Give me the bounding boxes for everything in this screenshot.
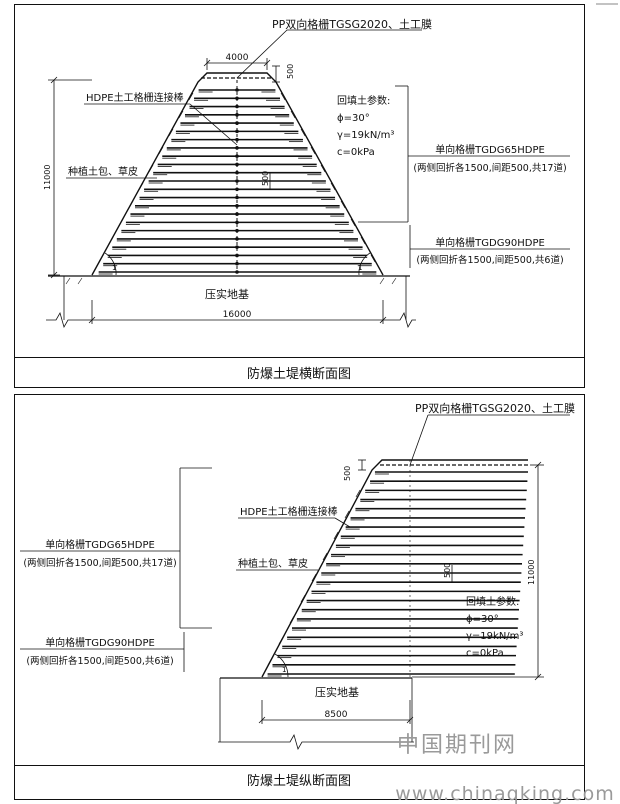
top-label-base: 压实地基 (205, 287, 249, 301)
ground-break-left (46, 311, 92, 329)
top-dim-top-width: 4000 (226, 53, 249, 63)
top-dim-top-500: 500 (286, 64, 295, 79)
angle-arc-left (104, 252, 117, 276)
top-dim-base-width: 16000 (223, 310, 252, 320)
bottom-dim-top-500: 500 (343, 466, 352, 481)
top-backfill-phi: ϕ=30° (337, 113, 370, 124)
panel-top-frame (14, 4, 585, 388)
longitudinal-slope-hatch (267, 489, 361, 666)
longitudinal-leaders (20, 414, 570, 672)
bottom-label-pp-geogrid: PP双向格栅TGSG2020、土工膜 (415, 401, 575, 415)
bottom-label-base: 压实地基 (315, 685, 359, 699)
bottom-dim-height: 11000 (527, 560, 536, 585)
watermark-url: www.chinaqking.com (395, 783, 614, 804)
top-angle-left: 1 (112, 264, 116, 272)
cross-section-slope-hatch (98, 92, 376, 263)
rod-connection-dot (235, 204, 239, 208)
top-label-g65: 单向格栅TGDG65HDPE (435, 143, 545, 156)
rod-connection-dot (235, 170, 239, 175)
top-dim-height: 11000 (43, 165, 52, 190)
top-angle-right: 1 (358, 264, 362, 272)
longitudinal-dimensions (258, 459, 544, 724)
top-backfill-c: c=0kPa (337, 147, 375, 158)
rod-connection-dot (235, 179, 239, 183)
bottom-dim-base-width: 8500 (325, 710, 348, 720)
bottom-backfill-title: 回填土参数: (466, 595, 519, 608)
rod-connection-dot (235, 154, 239, 158)
rod-connection-dot (235, 245, 239, 249)
ground-hatch (65, 277, 397, 285)
bottom-label-g90: 单向格栅TGDG90HDPE (45, 636, 155, 649)
longitudinal-angle-arc (274, 653, 289, 678)
bottom-label-g90-note: (两侧回折各1500,间距500,共6道) (26, 655, 173, 667)
longitudinal-section-drawing (20, 414, 570, 751)
top-caption: 防爆土堤横断面图 (247, 366, 351, 382)
cross-section-drawing (46, 29, 570, 329)
bottom-angle-left: 1 (282, 666, 286, 674)
rod-connection-dot (235, 253, 239, 258)
bottom-backfill-c: c=0kPa (466, 648, 504, 659)
ground-break-right (383, 311, 416, 329)
top-label-pp-geogrid: PP双向格栅TGSG2020、土工膜 (272, 17, 432, 31)
rod-connection-dot (235, 261, 239, 266)
rod-connection-dot (235, 104, 239, 109)
top-label-g65-note: (两侧回折各1500,间距500,共17道) (413, 162, 566, 174)
bottom-label-g65-note: (两侧回折各1500,间距500,共17道) (23, 557, 176, 569)
panel-bottom-frame (14, 394, 585, 800)
top-label-g90: 单向格栅TGDG90HDPE (435, 236, 545, 249)
bottom-caption: 防爆土堤纵断面图 (247, 773, 351, 789)
rod-connection-dot (235, 113, 239, 117)
bottom-label-g65: 单向格栅TGDG65HDPE (45, 538, 155, 551)
longitudinal-grid-layers (267, 471, 528, 677)
rod-connection-dot (235, 195, 239, 200)
rod-connection-dot (235, 88, 239, 92)
rod-connection-dot (235, 228, 239, 233)
watermark-cn: 中国期刊网 (397, 733, 517, 758)
longitudinal-ground-break (218, 733, 414, 751)
rod-connection-dot (235, 121, 239, 125)
cross-section-dimensions (48, 58, 387, 324)
rod-connection-dot (235, 146, 239, 150)
rod-connection-dot (235, 270, 239, 274)
top-label-planting: 种植土包、草皮 (68, 165, 138, 178)
cross-section-leaders (66, 29, 570, 268)
bottom-backfill-phi: ϕ=30° (466, 614, 499, 625)
top-backfill-title: 回填土参数: (337, 94, 390, 107)
bottom-label-planting: 种植土包、草皮 (238, 557, 308, 570)
longitudinal-section-outline (261, 459, 528, 678)
cross-section-rod-dots (235, 88, 239, 274)
rod-connection-dot (235, 129, 239, 134)
top-backfill-gamma: γ=19kN/m³ (337, 130, 394, 141)
top-label-hdpe-rod: HDPE土工格栅连接棒 (86, 91, 184, 104)
rod-connection-dot (235, 187, 239, 192)
bottom-label-hdpe-rod: HDPE土工格栅连接棒 (240, 505, 338, 518)
top-label-g90-note: (两侧回折各1500,间距500,共6道) (416, 254, 563, 266)
angle-arc-right (358, 252, 371, 276)
cross-section-outline (91, 72, 384, 276)
rod-connection-dot (235, 96, 239, 101)
rod-connection-dot (235, 137, 239, 142)
rod-connection-dot (235, 162, 239, 167)
bottom-dim-spacing: 500 (443, 563, 452, 578)
bottom-backfill-gamma: γ=19kN/m³ (466, 631, 523, 642)
rod-connection-dot (235, 220, 239, 225)
rod-connection-dot (235, 212, 239, 216)
top-dim-spacing: 500 (261, 171, 270, 186)
rod-connection-dot (235, 237, 239, 241)
